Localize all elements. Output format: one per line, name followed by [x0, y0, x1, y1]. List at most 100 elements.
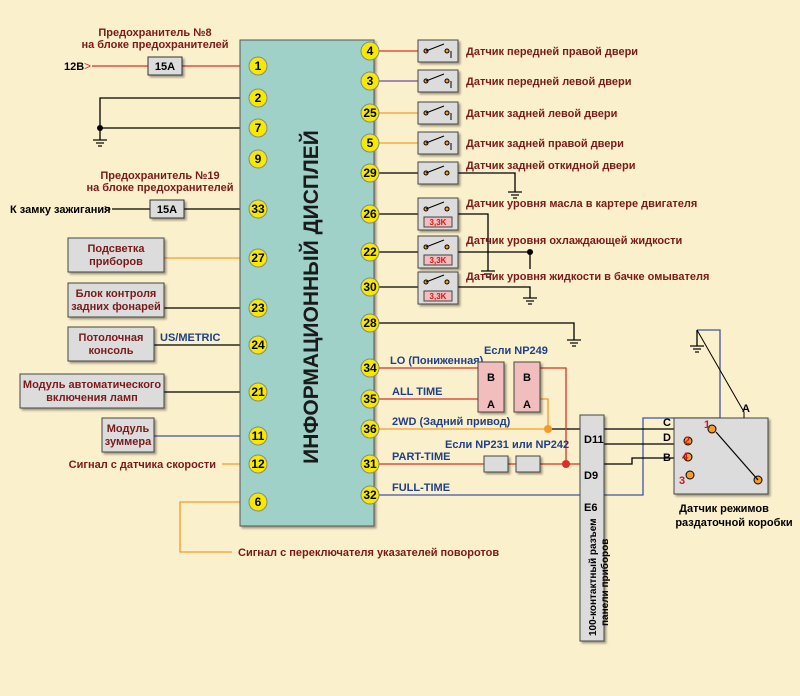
all-time-label: ALL TIME [392, 386, 443, 398]
ground-icon-coolant [481, 270, 495, 278]
turn-signal-label: Сигнал с переключателя указателей поворо… [238, 547, 499, 559]
part-time-label: PART-TIME [392, 451, 450, 463]
junction-red [562, 460, 570, 468]
pin-11: 11 [252, 429, 265, 443]
np231-connector-right [515, 455, 541, 473]
auto-lamps-line2: включения ламп [46, 392, 138, 404]
pin-2: 2 [255, 91, 262, 105]
ground-icon-left [93, 139, 107, 147]
buzzer-module [101, 417, 155, 453]
wire-b-label: B [663, 452, 671, 464]
np249-left-b: B [487, 372, 495, 384]
switch-tailgate [417, 161, 459, 185]
np249-label: Если NP249 [484, 345, 548, 357]
fuse8-box [147, 56, 183, 76]
junction-dot [97, 125, 103, 131]
front-left-door-label: Датчик передней левой двери [466, 76, 632, 88]
full-time-label: FULL-TIME [392, 482, 450, 494]
wire-c-label: C [663, 417, 671, 429]
backlight-line1: Подсветка [87, 243, 145, 255]
fuse19-box [149, 199, 185, 219]
sensor-pin1: 1 [704, 419, 710, 431]
backlight-module [67, 237, 165, 273]
pin-7: 7 [255, 121, 262, 135]
display-title: ИНФОРМАЦИОННЫЙ ДИСПЛЕЙ [299, 130, 323, 464]
switch-front-right-door [417, 39, 459, 63]
transfer-label-line2: раздаточной коробки [675, 517, 792, 529]
input-12v-label: 12В [64, 61, 84, 73]
sensor-washer-level: 3,3K [417, 271, 459, 305]
sensor-pin3: 3 [679, 475, 685, 487]
oil-level-label: Датчик уровня масла в картере двигателя [466, 198, 697, 210]
pin-6: 6 [255, 495, 262, 509]
pin-5: 5 [367, 136, 374, 150]
pin-25: 25 [363, 106, 377, 120]
sensor-pin2: 2 [684, 435, 690, 447]
oil-resistor-value: 3,3K [430, 218, 447, 227]
front-right-door-label: Датчик передней правой двери [466, 46, 638, 58]
ceiling-line2: консоль [88, 345, 133, 357]
pin-30: 30 [363, 280, 377, 294]
wire-d-label: D [663, 432, 671, 444]
washer-resistor-value: 3,3K [430, 292, 447, 301]
transfer-label-line1: Датчик режимов [679, 503, 769, 515]
pin-26: 26 [363, 207, 377, 221]
pin-1: 1 [255, 59, 262, 73]
rear-lights-line2: задних фонарей [71, 301, 161, 313]
speed-signal-label: Сигнал с датчика скорости [69, 459, 216, 471]
ignition-arrow-icon: > [104, 202, 111, 216]
ignition-label: К замку зажигания [10, 204, 111, 216]
pin-24: 24 [251, 338, 265, 352]
ground-icon-washer [523, 297, 537, 305]
pin-circles [248, 41, 380, 512]
coolant-resistor-value: 3,3K [430, 256, 447, 265]
pin-9: 9 [255, 152, 262, 166]
buzzer-line2: зуммера [105, 436, 152, 448]
fuse8-value: 15A [155, 61, 175, 73]
pin-12: 12 [251, 457, 265, 471]
input-arrow-icon: > [84, 59, 91, 73]
fuse19-title-line1: Предохранитель №19 [100, 170, 219, 182]
pin-34: 34 [363, 361, 377, 375]
fuse19-title-line2: на блоке предохранителей [86, 182, 233, 194]
switch-front-left-door [417, 69, 459, 93]
ground-icon-transfer [690, 345, 704, 353]
pin-21: 21 [251, 385, 265, 399]
lo-label: LO (Пониженная) [390, 355, 484, 367]
wires [92, 50, 721, 553]
np249-connector-right: B A [513, 361, 541, 413]
np249-left-a: A [487, 399, 495, 411]
pin-31: 31 [363, 457, 377, 471]
pin-23: 23 [251, 301, 265, 315]
connector-d11: D11 [584, 434, 604, 446]
rear-lights-module [67, 282, 165, 318]
tailgate-label: Датчик задней откидной двери [466, 160, 636, 172]
np249-connector-left: B A [477, 361, 505, 413]
sensor-coolant-level: 3,3K [417, 235, 459, 269]
connector-e6: E6 [584, 502, 597, 514]
pin-36: 36 [363, 422, 377, 436]
coolant-junction-dot [527, 249, 533, 255]
auto-lamps-line1: Модуль автоматического [23, 379, 161, 391]
buzzer-line1: Модуль [107, 423, 150, 435]
pin-4: 4 [367, 44, 374, 58]
pin-28: 28 [363, 316, 377, 330]
washer-level-label: Датчик уровня жидкости в бачке омывателя [466, 271, 709, 283]
pin-33: 33 [251, 202, 265, 216]
connector-d9: D9 [584, 470, 598, 482]
rear-left-door-label: Датчик задней левой двери [466, 108, 617, 120]
backlight-line2: приборов [89, 256, 143, 268]
ground-icon-tailgate [508, 191, 522, 199]
sensor-pin4: 4 [682, 451, 689, 463]
junction-orange [544, 425, 552, 433]
pin-22: 22 [363, 245, 377, 259]
pin-3: 3 [367, 74, 374, 88]
rear-right-door-label: Датчик задней правой двери [466, 138, 624, 150]
us-metric-label: US/METRIC [160, 332, 221, 344]
np249-right-a: A [523, 399, 531, 411]
rear-lights-line1: Блок контроля [76, 288, 157, 300]
pin-35: 35 [363, 392, 377, 406]
pin-32: 32 [363, 488, 377, 502]
ground-icon-pin28 [567, 339, 581, 347]
